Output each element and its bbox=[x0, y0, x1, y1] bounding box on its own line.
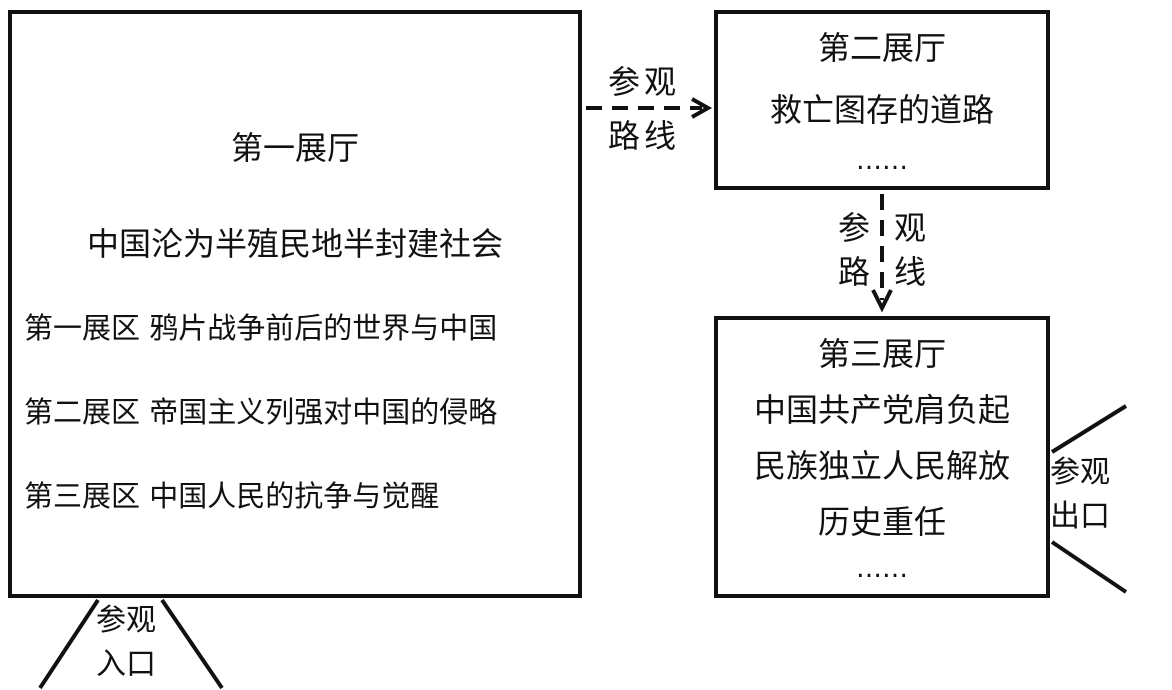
hall-2-ellipsis: …… bbox=[856, 146, 908, 176]
hall-3-ellipsis: …… bbox=[856, 554, 908, 584]
hall-3-title: 第三展厅 bbox=[817, 335, 946, 373]
hall-3-theme-line-3: 历史重任 bbox=[817, 503, 946, 541]
hall-2-box bbox=[714, 10, 1050, 190]
route-right-char-2: 观 bbox=[894, 209, 927, 247]
route-arrowhead-right bbox=[871, 289, 893, 313]
route-arrowhead-top bbox=[691, 97, 713, 119]
hall-1-title: 第一展厅 bbox=[230, 129, 359, 167]
entrance-line-left bbox=[38, 598, 100, 690]
entrance-label-line-2: 入口 bbox=[96, 647, 156, 682]
entrance-line-right bbox=[160, 598, 224, 690]
route-right-char-1: 参 bbox=[838, 209, 871, 247]
route-top-char-3: 路 bbox=[608, 117, 641, 155]
exit-line-top bbox=[1050, 404, 1128, 454]
route-top-char-2: 观 bbox=[644, 63, 677, 101]
hall-3-theme-line-1: 中国共产党肩负起 bbox=[753, 391, 1010, 429]
hall-1-theme: 中国沦为半殖民地半封建社会 bbox=[86, 225, 503, 263]
route-top-char-1: 参 bbox=[608, 63, 641, 101]
hall-2-theme: 救亡图存的道路 bbox=[769, 91, 994, 129]
hall-1-zone-3: 第三展区 中国人民的抗争与觉醒 bbox=[24, 479, 440, 513]
hall-2-title: 第二展厅 bbox=[817, 29, 946, 67]
entrance-label-line-1: 参观 bbox=[96, 603, 156, 638]
hall-3-theme-line-2: 民族独立人民解放 bbox=[753, 447, 1010, 485]
exit-line-bottom bbox=[1050, 540, 1128, 594]
hall-1-box bbox=[8, 10, 582, 598]
hall-1-zone-1: 第一展区 鸦片战争前后的世界与中国 bbox=[24, 311, 498, 345]
route-right-char-4: 线 bbox=[894, 253, 927, 291]
hall-1-zone-2: 第二展区 帝国主义列强对中国的侵略 bbox=[24, 395, 498, 429]
route-top-char-4: 线 bbox=[644, 117, 677, 155]
route-right-char-3: 路 bbox=[838, 253, 871, 291]
exit-label-line-2: 出口 bbox=[1050, 499, 1110, 534]
hall-3-box bbox=[714, 316, 1050, 598]
exit-label-line-1: 参观 bbox=[1050, 455, 1110, 490]
